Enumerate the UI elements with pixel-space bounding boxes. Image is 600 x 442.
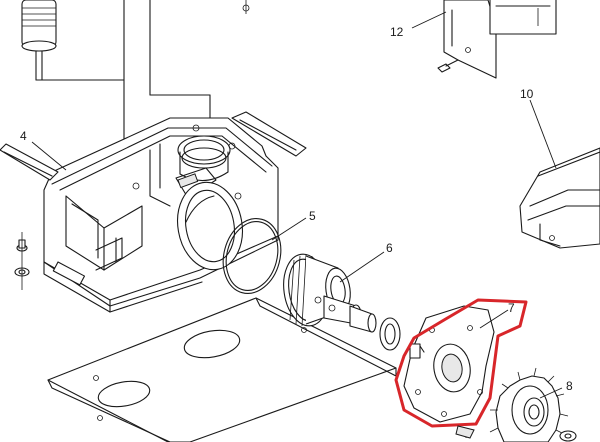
leader-7: [479, 309, 509, 329]
leader-6: [339, 251, 385, 283]
label-part-6: 6: [386, 241, 393, 255]
leader-10: [529, 99, 557, 169]
label-part-8: 8: [566, 379, 573, 393]
part-7-highlight-outline: [394, 298, 528, 428]
base-gasket-plate: [47, 297, 397, 442]
label-part-10: 10: [520, 87, 534, 101]
label-part-5: 5: [309, 209, 316, 223]
left-fasteners: [14, 232, 30, 290]
part-labels: 4 5 6 7 8 10 12: [20, 25, 573, 393]
part-5-o-ring: [222, 218, 282, 294]
motor-assembly-fragment: [21, 0, 250, 141]
gasket-strip: [231, 111, 307, 157]
leader-12: [411, 11, 447, 29]
part-10-cover-fragment: [519, 147, 600, 249]
label-part-12: 12: [390, 25, 404, 39]
part-7-bearing-cover: [394, 298, 528, 439]
part-8-output-gear: [489, 367, 577, 442]
label-part-7: 7: [508, 301, 515, 315]
leader-lines: [31, 11, 563, 399]
label-part-4: 4: [20, 129, 27, 143]
shaft-ring-washer: [379, 317, 401, 351]
leader-4: [31, 141, 67, 171]
leader-8: [539, 387, 563, 399]
part-4-housing: [43, 117, 279, 313]
seal-strip: [0, 143, 59, 181]
leader-5: [271, 217, 307, 241]
part-12-panel-fragment: [437, 0, 557, 79]
